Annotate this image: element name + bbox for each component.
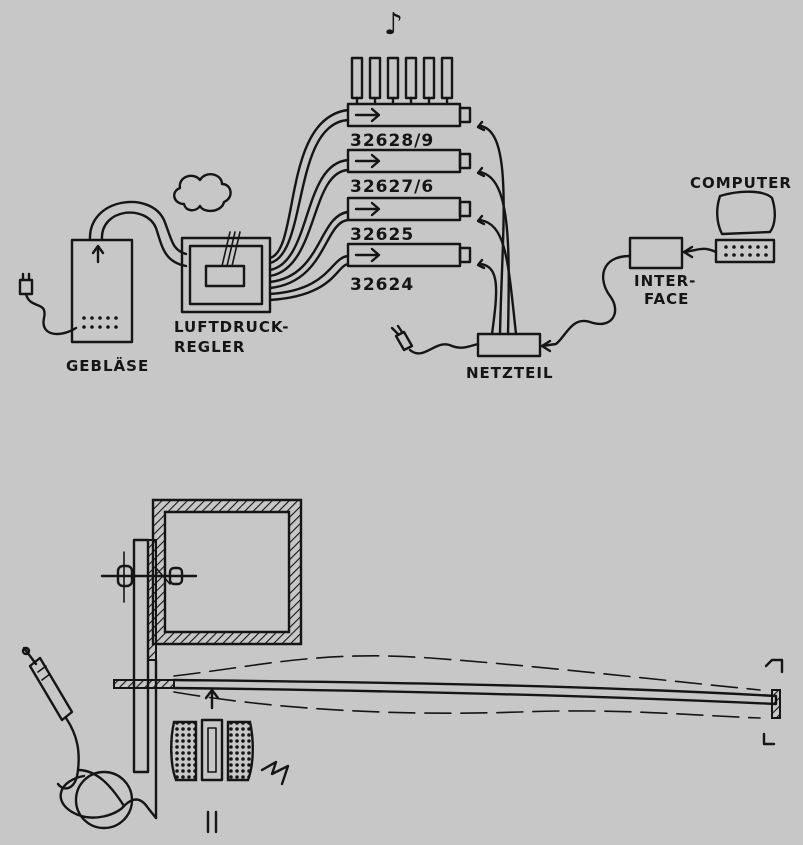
module-32624 xyxy=(346,242,472,268)
computer-label: COMPUTER xyxy=(690,174,792,192)
square-tube-section xyxy=(151,498,303,646)
module-32628-9 xyxy=(346,102,472,128)
regulator-label-line1: LUFTDRUCK- xyxy=(174,318,289,336)
module-32625 xyxy=(346,196,472,222)
module-label: 32625 xyxy=(350,225,414,245)
mounting-bracket xyxy=(132,538,158,820)
regulator-label-line2: REGLER xyxy=(174,338,245,356)
vibrating-reed xyxy=(113,655,784,746)
cloud-icon xyxy=(173,173,232,213)
module-label: 32624 xyxy=(350,275,414,295)
module-32627-6 xyxy=(346,148,472,174)
interface-label-line1: INTER- xyxy=(634,272,696,290)
bolt xyxy=(100,551,198,603)
music-note-icon: ♪ xyxy=(384,7,403,42)
interface-label-line2: FACE xyxy=(644,290,689,308)
blower-label: GEBLÄSE xyxy=(66,356,149,375)
electromagnet xyxy=(170,718,254,782)
computer xyxy=(714,190,776,264)
organ-pipes xyxy=(350,56,454,106)
pressure-regulator xyxy=(180,231,272,314)
plug-icon xyxy=(390,324,480,355)
lightning-icon xyxy=(260,760,290,786)
power-supply xyxy=(476,332,542,358)
module-label: 32627/6 xyxy=(350,177,434,197)
plug-icon xyxy=(18,272,78,336)
air-flow-arrow xyxy=(204,688,220,834)
blower-unit xyxy=(70,238,134,344)
power-supply-label: NETZTEIL xyxy=(466,364,554,382)
interface-box xyxy=(628,236,684,270)
module-label: 32628/9 xyxy=(350,131,434,151)
audio-jack-icon xyxy=(21,646,158,830)
